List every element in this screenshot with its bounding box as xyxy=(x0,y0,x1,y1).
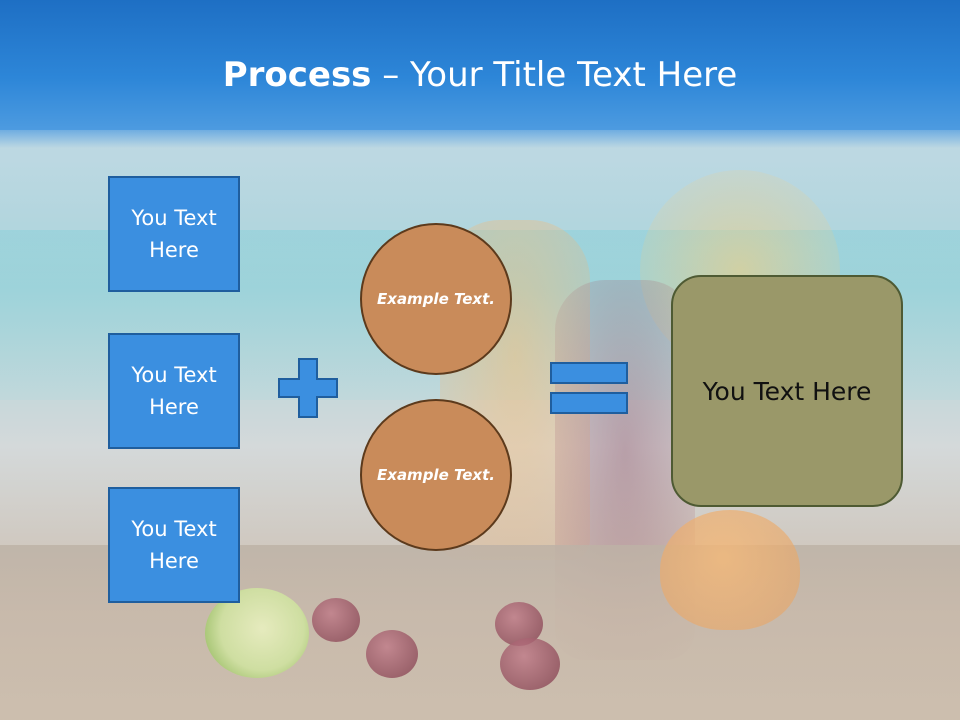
result-label: You Text Here xyxy=(702,376,872,406)
circle-label: Example Text. xyxy=(377,465,495,484)
title-banner xyxy=(0,0,960,148)
text-box-2[interactable]: You Text Here xyxy=(108,333,240,449)
background-melon xyxy=(660,510,800,630)
text-box-3[interactable]: You Text Here xyxy=(108,487,240,603)
example-circle-2[interactable]: Example Text. xyxy=(360,399,512,551)
equals-icon xyxy=(550,362,628,414)
title-bold: Process xyxy=(222,55,372,95)
background-cherry xyxy=(500,638,560,690)
text-box-label: You Text Here xyxy=(131,363,217,419)
example-circle-1[interactable]: Example Text. xyxy=(360,223,512,375)
text-box-1[interactable]: You Text Here xyxy=(108,176,240,292)
background-cherry xyxy=(366,630,418,678)
plus-icon xyxy=(278,358,338,418)
circle-label: Example Text. xyxy=(377,289,495,308)
text-box-label: You Text Here xyxy=(131,206,217,262)
title-rest: – Your Title Text Here xyxy=(371,55,738,95)
slide-title: Process – Your Title Text Here xyxy=(0,55,960,95)
background-lime xyxy=(205,588,309,678)
text-box-label: You Text Here xyxy=(131,517,217,573)
background-cherry xyxy=(312,598,360,642)
result-box[interactable]: You Text Here xyxy=(671,275,903,507)
